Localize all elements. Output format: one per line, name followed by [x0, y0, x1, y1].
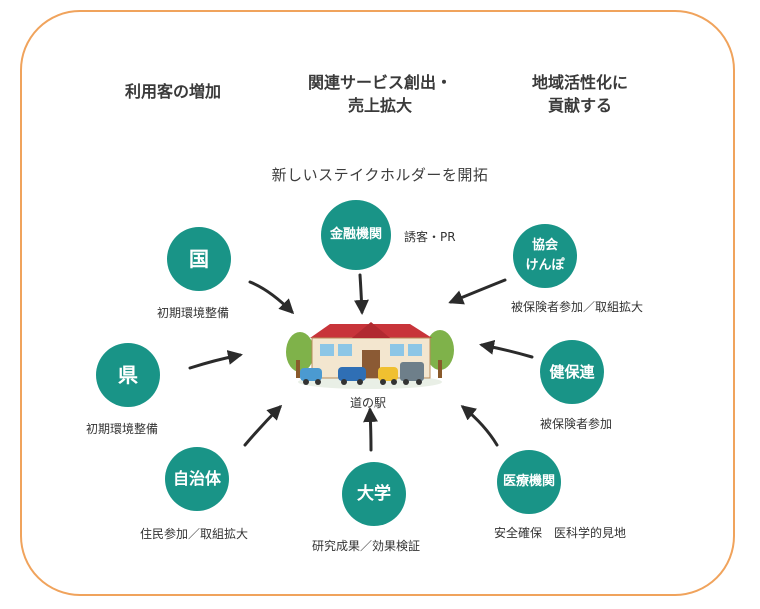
arrow-kyokai	[451, 280, 505, 302]
station-illustration	[286, 322, 454, 389]
node-kinyu: 金融機関	[321, 200, 391, 270]
caption-jichitai: 住民参加／取組拡大	[140, 525, 248, 542]
arrow-jichitai	[245, 407, 280, 445]
node-kyokai-kenpo: 協会 けんぽ	[513, 224, 577, 288]
node-kuni: 国	[167, 227, 231, 291]
node-ken: 県	[96, 343, 160, 407]
arrow-kuni	[250, 282, 292, 312]
node-kenporen: 健保連	[540, 340, 604, 404]
arrow-ken	[190, 355, 240, 368]
caption-iryo: 安全確保 医科学的見地	[494, 524, 626, 541]
arrow-kinyu	[360, 275, 362, 312]
caption-kinyu: 誘客・PR	[404, 228, 456, 245]
caption-kyokai-kenpo: 被保険者参加／取組拡大	[511, 298, 643, 315]
caption-ken: 初期環境整備	[86, 420, 158, 437]
caption-daigaku: 研究成果／効果検証	[312, 537, 420, 554]
caption-kenporen: 被保険者参加	[540, 415, 612, 432]
caption-kuni: 初期環境整備	[157, 304, 229, 321]
arrow-kenporen	[482, 345, 532, 357]
center-label-michinoeki: 道の駅	[350, 394, 386, 411]
arrow-daigaku	[370, 410, 371, 450]
arrow-iryo	[463, 407, 497, 445]
node-iryo: 医療機関	[497, 450, 561, 514]
node-daigaku: 大学	[342, 462, 406, 526]
node-jichitai: 自治体	[165, 447, 229, 511]
